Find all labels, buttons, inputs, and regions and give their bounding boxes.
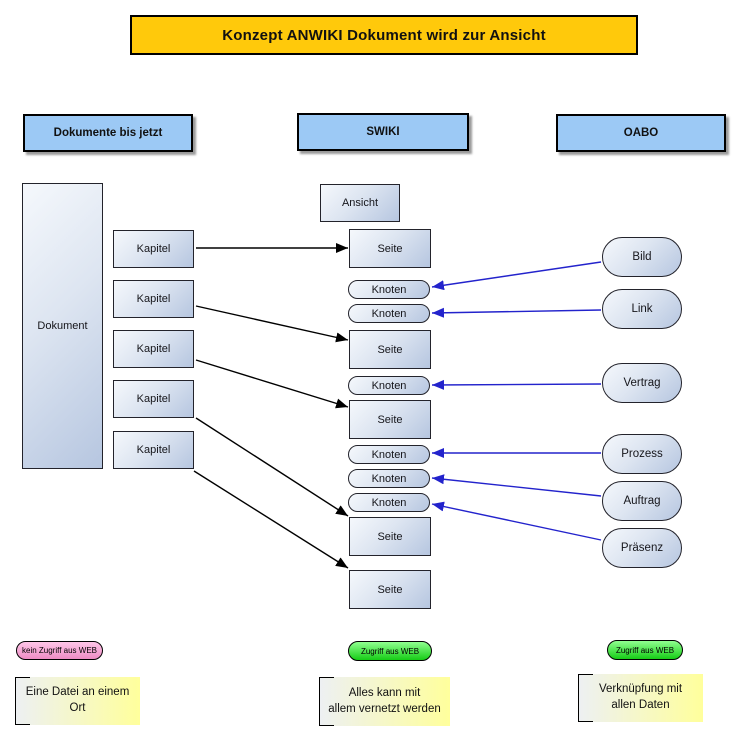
node-kapitel-4: Kapitel — [113, 380, 194, 418]
column-header-dokumente: Dokumente bis jetzt — [23, 114, 193, 152]
node-seite-1: Seite — [349, 229, 431, 268]
arrow-Präsenz-to-Knoten-6 — [431, 501, 602, 541]
node-seite-3: Seite — [349, 400, 431, 439]
arrow-Link-to-Knoten-2 — [431, 307, 602, 318]
note-verknuepfung: Verknüpfung mit allen Daten — [578, 674, 703, 722]
node-knoten-4: Knoten — [348, 445, 430, 464]
node-seite-2: Seite — [349, 330, 431, 369]
node-seite-5: Seite — [349, 570, 431, 609]
column-header-swiki: SWIKI — [297, 113, 469, 151]
badge-zugriff-aus-web-swiki: Zugriff aus WEB — [348, 641, 432, 661]
node-knoten-1: Knoten — [348, 280, 430, 299]
node-dokument: Dokument — [22, 183, 103, 469]
arrow-Bild-to-Knoten-1 — [431, 261, 602, 291]
node-ansicht: Ansicht — [320, 184, 400, 222]
node-seite-4: Seite — [349, 517, 431, 556]
arrow-Kapitel-5-to-Seite-5 — [193, 470, 349, 569]
arrow-Auftrag-to-Knoten-5 — [431, 474, 602, 497]
node-auftrag: Auftrag — [602, 481, 682, 521]
node-knoten-3: Knoten — [348, 376, 430, 395]
node-kapitel-2: Kapitel — [113, 280, 194, 318]
note-alles-vernetzt: Alles kann mit allem vernetzt werden — [319, 677, 450, 726]
arrow-Kapitel-2-to-Seite-2 — [195, 305, 349, 343]
node-knoten-6: Knoten — [348, 493, 430, 512]
note-line: Alles kann mit — [348, 686, 421, 699]
note-line: allen Daten — [611, 699, 670, 711]
node-prozess: Prozess — [602, 434, 682, 474]
note-line: Verknüpfung mit — [598, 683, 683, 696]
badge-zugriff-aus-web-oabo: Zugriff aus WEB — [607, 640, 683, 660]
node-bild: Bild — [602, 237, 682, 277]
node-vertrag: Vertrag — [602, 363, 682, 403]
diagram-title: Konzept ANWIKI Dokument wird zur Ansicht — [130, 15, 638, 55]
node-praesenz: Präsenz — [602, 528, 682, 568]
node-knoten-5: Knoten — [348, 469, 430, 488]
node-kapitel-1: Kapitel — [113, 230, 194, 268]
badge-kein-zugriff-aus-web: kein Zugriff aus WEB — [16, 641, 103, 660]
note-line: allem vernetzt werden — [328, 702, 441, 715]
column-header-oabo: OABO — [556, 114, 726, 152]
node-kapitel-5: Kapitel — [113, 431, 194, 469]
node-link: Link — [602, 289, 682, 329]
node-kapitel-3: Kapitel — [113, 330, 194, 368]
node-knoten-2: Knoten — [348, 304, 430, 323]
arrow-Kapitel-3-to-Seite-3 — [195, 359, 349, 409]
note-line: Eine Datei an einem — [25, 686, 130, 699]
arrow-Kapitel-4-to-Seite-4 — [195, 417, 349, 517]
arrow-Vertrag-to-Knoten-3 — [431, 379, 602, 390]
note-line: Ort — [69, 702, 86, 714]
note-eine-datei: Eine Datei an einem Ort — [15, 677, 140, 725]
